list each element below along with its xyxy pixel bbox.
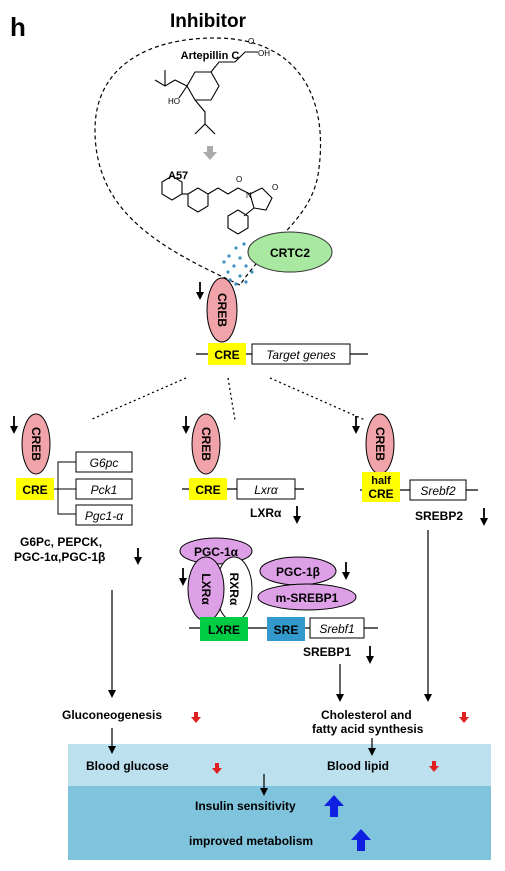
- gluconeogenesis-label: Gluconeogenesis: [62, 708, 162, 722]
- branch-left: [89, 377, 187, 421]
- insulin-up-icon: [324, 795, 344, 817]
- synthesis-down-icon: [459, 712, 469, 723]
- creb-top-oval: [206, 277, 238, 343]
- outcome-band-light: [68, 744, 491, 786]
- creb-middle-oval: [191, 413, 221, 475]
- half-cre-box: [362, 472, 400, 502]
- gene-srebf1-box: [309, 617, 365, 639]
- branch-middle: [227, 377, 236, 421]
- blood-lipid-down-icon: [429, 761, 439, 772]
- artepillin-ho: HO: [168, 97, 180, 106]
- blood-glucose-label: Blood glucose: [86, 759, 169, 773]
- pgc1b-label: PGC-1β: [276, 565, 320, 579]
- gene-lxra-box: [236, 478, 296, 500]
- diagram-title: Inhibitor: [170, 11, 247, 32]
- cre-middle-box: [189, 478, 227, 500]
- gene-pck1-label: Pck1: [91, 483, 118, 497]
- panel-label: h: [10, 12, 26, 42]
- gene-pgc1a-box: [75, 504, 133, 526]
- a57-n: N: [246, 191, 252, 200]
- gene-srebf1-label: Srebf1: [319, 622, 354, 636]
- creb-middle-label: CREB: [199, 427, 213, 461]
- branch-right: [269, 377, 366, 421]
- rxra-label: RXRα: [227, 573, 241, 606]
- inhibitor-bubble: [94, 37, 322, 286]
- cre-middle-label: CRE: [195, 483, 220, 497]
- creb-left-oval: [21, 413, 51, 475]
- a57-label: A57: [168, 170, 188, 182]
- pgc1a-label: PGC-1α: [194, 545, 239, 559]
- cre-left-box: [16, 478, 54, 500]
- cholesterol-line2: fatty acid synthesis: [312, 722, 424, 736]
- improved-metabolism-label: improved metabolism: [189, 834, 313, 848]
- artepillin-o: O: [248, 37, 254, 46]
- lxra-protein-label: LXRα: [250, 506, 282, 520]
- gene-g6pc-label: G6pc: [90, 456, 119, 470]
- creb-top-label: CREB: [215, 293, 229, 327]
- left-gene-bracket: [57, 461, 76, 515]
- outcome-band-dark: [68, 786, 491, 860]
- artepillin-label: Artepillin C: [181, 50, 240, 62]
- target-genes-label: Target genes: [266, 348, 336, 362]
- target-genes-box: [251, 343, 351, 365]
- gene-lxra-label: Lxrα: [254, 483, 279, 497]
- a57-structure: [161, 175, 273, 235]
- gluconeogenesis-down-icon: [191, 712, 201, 723]
- cre-top-label: CRE: [214, 348, 239, 362]
- crtc2-oval: [247, 231, 333, 273]
- half-cre-half: half: [371, 475, 391, 487]
- gene-pgc1a-label: Pgc1-α: [85, 509, 124, 523]
- a57-o-1: O: [236, 175, 242, 184]
- cre-top-box: [208, 343, 246, 365]
- cre-left-label: CRE: [22, 483, 47, 497]
- srebp1-label: SREBP1: [303, 645, 351, 659]
- grey-down-arrow-icon: [203, 146, 217, 160]
- msrebp1-oval: [257, 583, 357, 611]
- blood-lipid-label: Blood lipid: [327, 759, 389, 773]
- srebp2-label: SREBP2: [415, 509, 463, 523]
- crtc2-label: CRTC2: [270, 246, 310, 260]
- lxre-label: LXRE: [208, 623, 240, 637]
- gene-g6pc-box: [75, 451, 133, 473]
- creb-right-label: CREB: [373, 427, 387, 461]
- lxre-box: [200, 617, 248, 641]
- creb-left-label: CREB: [29, 427, 43, 461]
- gene-srebf2-label: Srebf2: [420, 484, 456, 498]
- cholesterol-line1: Cholesterol and: [321, 708, 412, 722]
- lxra-label: LXRα: [199, 573, 213, 605]
- left-proteins-line1: G6Pc, PEPCK,: [20, 535, 102, 549]
- artepillin-oh: OH: [258, 49, 270, 58]
- sre-box: [267, 617, 305, 641]
- blood-glucose-down-icon: [212, 763, 222, 774]
- half-cre-cre: CRE: [368, 487, 393, 501]
- insulin-sensitivity-label: Insulin sensitivity: [195, 799, 296, 813]
- gene-pck1-box: [75, 478, 133, 500]
- msrebp1-label: m-SREBP1: [276, 591, 339, 605]
- a57-o-2: O: [272, 183, 278, 192]
- artepillin-structure: [154, 51, 258, 135]
- left-proteins-line2: PGC-1α,PGC-1β: [14, 550, 105, 564]
- metabolism-up-icon: [351, 829, 371, 851]
- gene-srebf2-box: [409, 479, 467, 501]
- sre-label: SRE: [274, 623, 299, 637]
